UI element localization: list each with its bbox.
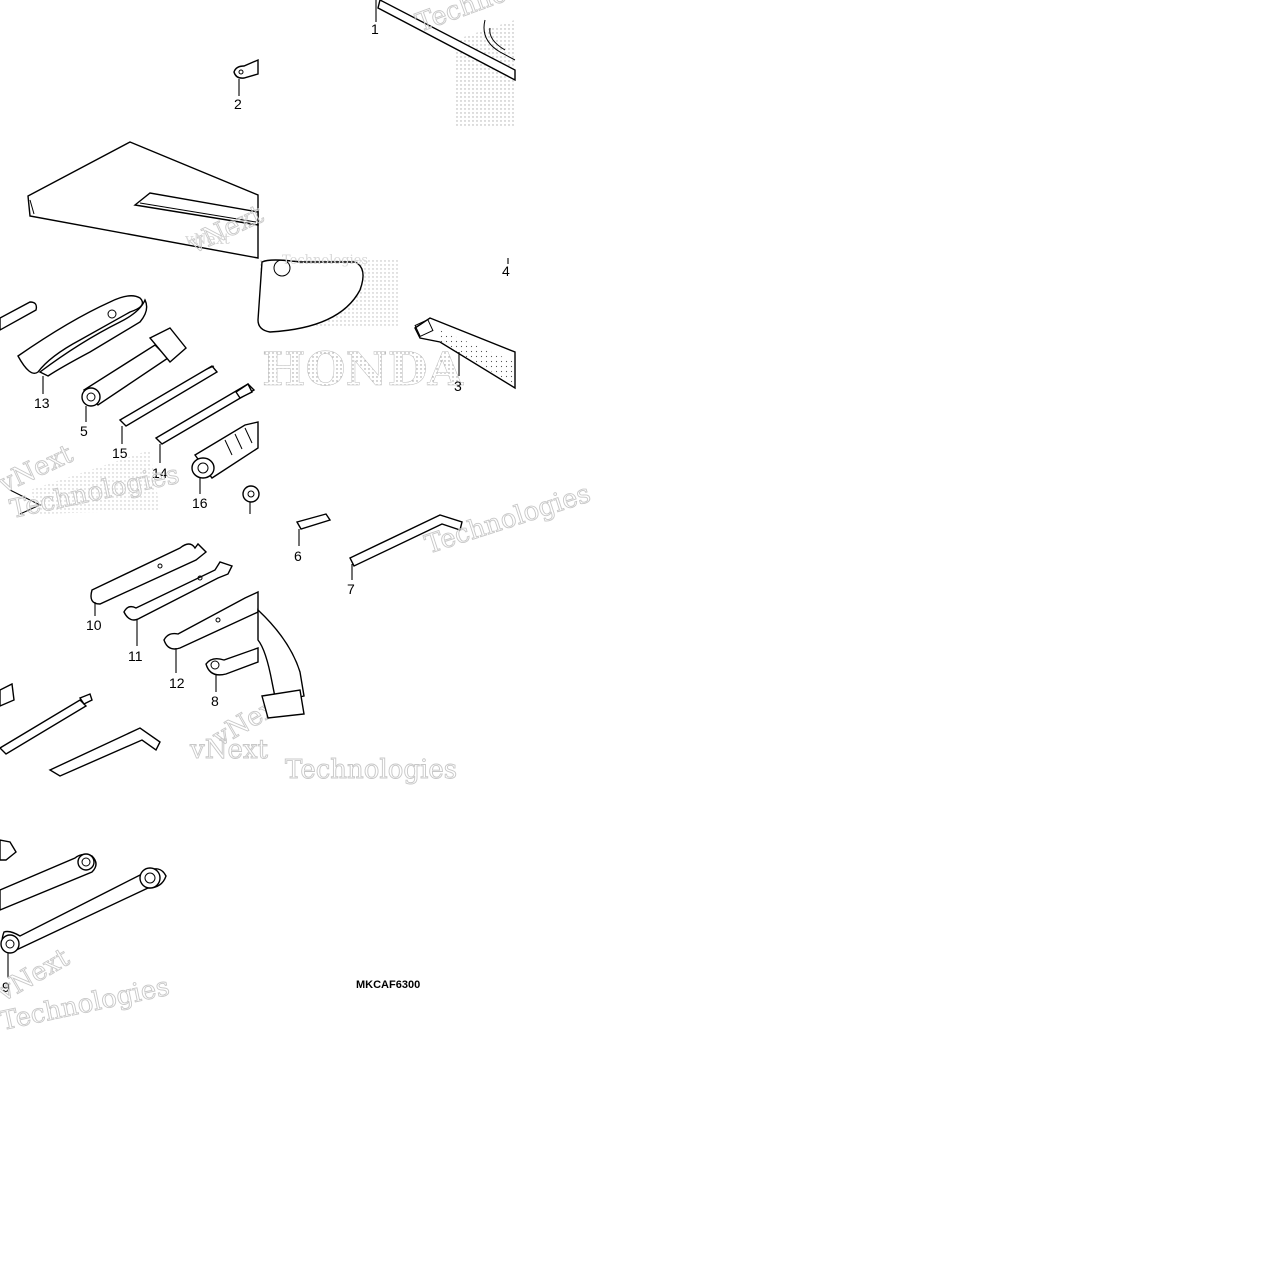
small-socket-part [242, 485, 260, 503]
watermark-text: vNext [184, 230, 230, 248]
tile-strap: HONDA Technologies 3 4 [257, 253, 516, 396]
tile-strap-loop: Technologies [257, 608, 458, 785]
watermark-text: Technologies [282, 253, 368, 268]
hex-key-large-part [349, 514, 463, 567]
callout-14: 14 [152, 465, 168, 481]
callout-4: 4 [502, 263, 510, 279]
tile-ring-wrenches: 9 vNext Technologies [0, 839, 173, 1037]
hex-key-small-part [295, 513, 332, 530]
ring-wrench-9-part [0, 867, 167, 954]
screwdriver-part [0, 693, 93, 755]
pliers-part [17, 295, 148, 377]
screwdriver-bit-part [154, 382, 256, 445]
tile-tool-bag: Technologies 1 [371, 0, 585, 128]
callout-6: 6 [294, 548, 302, 564]
open-wrench-10-part [90, 542, 208, 605]
callout-7: 7 [347, 581, 355, 597]
strap-part [414, 317, 516, 390]
open-wrench-11-part [123, 561, 233, 621]
tile-bag-lid: vNext vNext [27, 141, 269, 261]
callout-11: 11 [128, 648, 143, 664]
callout-5: 5 [80, 423, 88, 439]
callout-12: 12 [169, 675, 185, 691]
diagram-code: MKCAF6300 [356, 979, 420, 991]
tile-open-wrenches: 10 11 12 8 vNext vNext [0, 542, 291, 777]
open-wrench-12-part [163, 590, 259, 650]
hex-key-part [48, 727, 161, 777]
ring-wrench-part [0, 853, 97, 911]
box-wrench-8-part [205, 647, 259, 676]
socket-wrench-part [81, 327, 187, 407]
watermark-logo: HONDA [262, 342, 464, 396]
tile-part-2: 2 [233, 58, 259, 112]
tile-tools-set: 13 5 15 14 16 [0, 295, 260, 525]
screwdriver-shaft-part [118, 365, 219, 427]
callout-1: 1 [371, 21, 379, 37]
callout-8: 8 [211, 693, 219, 709]
tile-hex-keys: 6 7 Technologies [294, 478, 595, 597]
callout-3: 3 [454, 378, 462, 394]
callout-15: 15 [112, 445, 128, 461]
callout-9: 9 [2, 979, 10, 995]
callout-10: 10 [86, 617, 102, 633]
watermark-text: Technologies [285, 755, 457, 785]
callout-16: 16 [192, 495, 208, 511]
tool-bag-part [377, 0, 516, 82]
screwdriver-handle-part [191, 421, 259, 479]
watermark-text: vNext [189, 735, 268, 765]
callout-13: 13 [34, 395, 50, 411]
wrench-part [233, 58, 259, 79]
callout-2: 2 [234, 96, 242, 112]
